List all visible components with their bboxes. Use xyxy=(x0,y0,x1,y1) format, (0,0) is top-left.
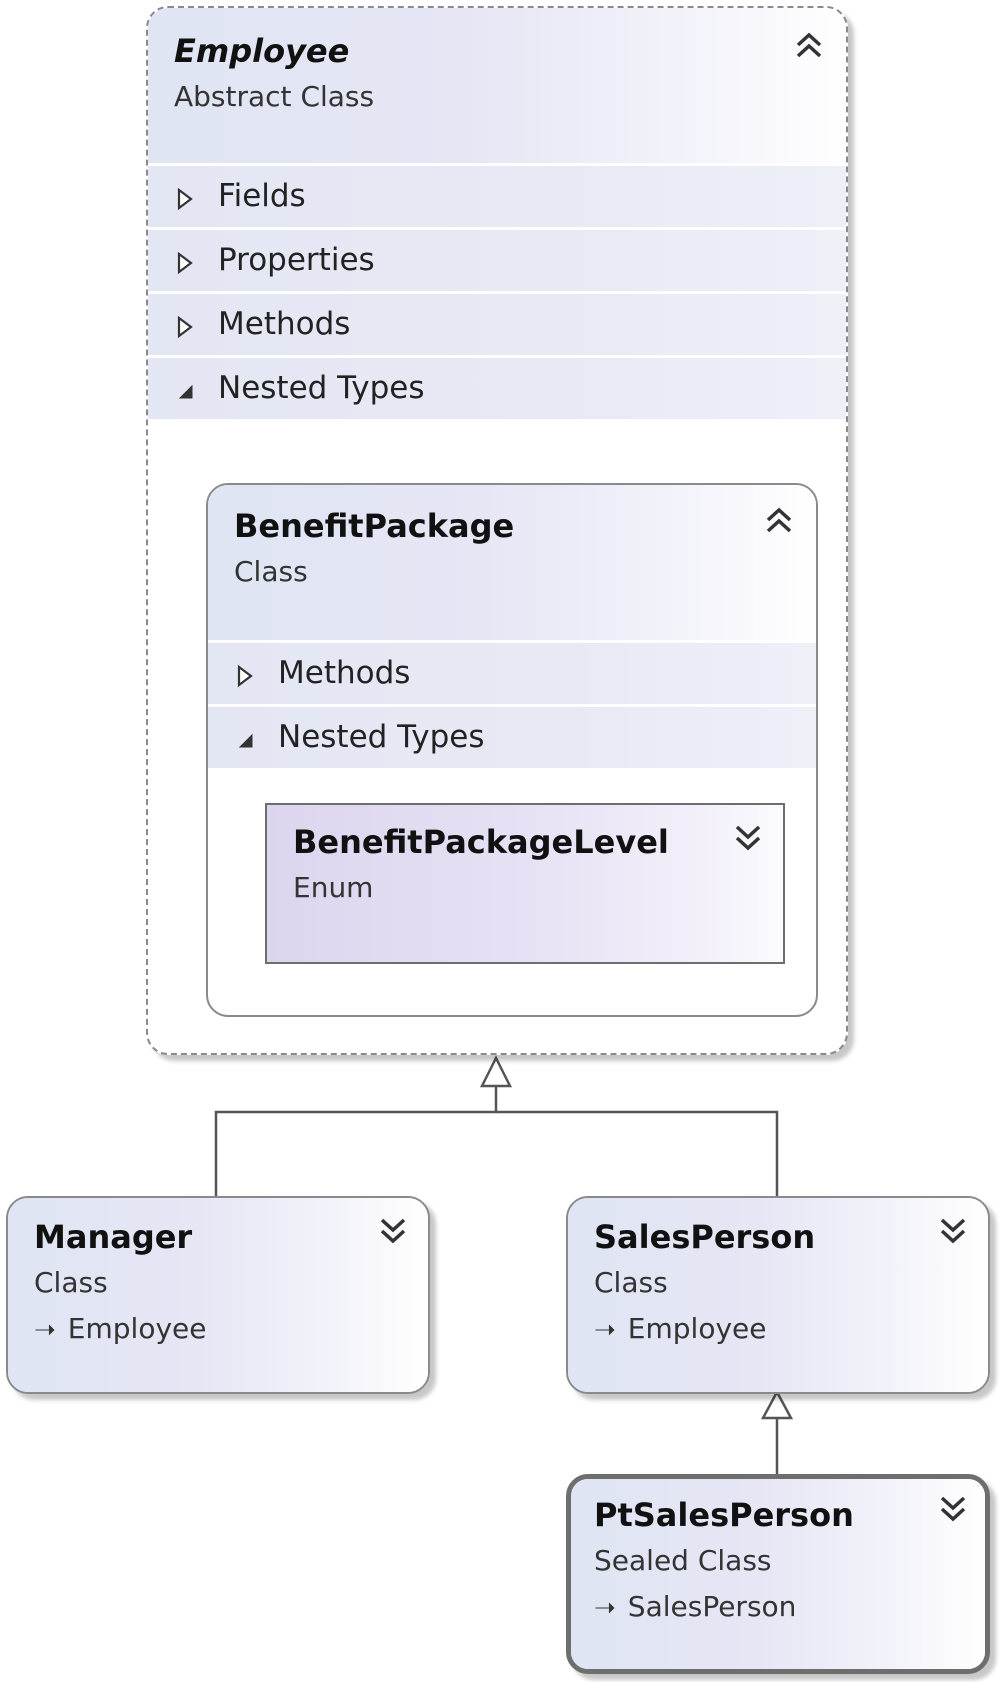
salesperson-base-type: ➝ Employee xyxy=(594,1312,766,1345)
inherits-arrow-icon: ➝ xyxy=(594,1593,616,1623)
expand-triangle-icon xyxy=(177,188,193,210)
employee-class-shape[interactable]: Employee Abstract Class Fields Propertie… xyxy=(146,6,848,1055)
salesperson-base-label: Employee xyxy=(627,1312,767,1345)
benefitpackage-methods-compartment[interactable]: Methods xyxy=(208,640,816,704)
expand-chevrons-icon[interactable] xyxy=(936,1216,970,1246)
collapse-chevrons-icon[interactable] xyxy=(792,30,826,60)
ptsalesperson-header[interactable]: PtSalesPerson Sealed Class ➝ SalesPerson xyxy=(571,1479,985,1669)
benefitpackage-name: BenefitPackage xyxy=(234,507,515,545)
manager-base-type: ➝ Employee xyxy=(34,1312,206,1345)
manager-name: Manager xyxy=(34,1218,193,1256)
expand-triangle-icon xyxy=(177,316,193,338)
employee-properties-compartment[interactable]: Properties xyxy=(148,227,846,291)
employee-inheritance-arrowhead xyxy=(479,1055,513,1088)
collapse-triangle-icon xyxy=(178,384,193,399)
ptsalesperson-name: PtSalesPerson xyxy=(594,1496,854,1534)
employee-fields-compartment[interactable]: Fields xyxy=(148,163,846,227)
compartment-label: Methods xyxy=(218,306,351,342)
salesperson-inheritance-arrowhead xyxy=(760,1389,794,1420)
compartment-label: Properties xyxy=(218,242,375,278)
benefitpackage-class-shape[interactable]: BenefitPackage Class Methods Nested Type… xyxy=(206,483,818,1017)
benefitpackage-header[interactable]: BenefitPackage Class xyxy=(208,485,816,640)
manager-header[interactable]: Manager Class ➝ Employee xyxy=(8,1198,428,1392)
employee-kind: Abstract Class xyxy=(174,80,375,113)
employee-nested-types-compartment[interactable]: Nested Types xyxy=(148,355,846,419)
expand-chevrons-icon[interactable] xyxy=(936,1494,970,1524)
expand-chevrons-icon[interactable] xyxy=(731,823,765,853)
compartment-label: Methods xyxy=(278,655,411,691)
employee-methods-compartment[interactable]: Methods xyxy=(148,291,846,355)
ptsalesperson-class-shape[interactable]: PtSalesPerson Sealed Class ➝ SalesPerson xyxy=(566,1474,990,1674)
manager-kind: Class xyxy=(34,1266,108,1299)
salesperson-header[interactable]: SalesPerson Class ➝ Employee xyxy=(568,1198,988,1392)
benefitpackagelevel-name: BenefitPackageLevel xyxy=(293,823,669,861)
compartment-label: Nested Types xyxy=(278,719,485,755)
ptsalesperson-base-type: ➝ SalesPerson xyxy=(594,1590,796,1623)
inherits-arrow-icon: ➝ xyxy=(34,1315,56,1345)
employee-name: Employee xyxy=(174,32,350,70)
manager-class-shape[interactable]: Manager Class ➝ Employee xyxy=(6,1196,430,1394)
collapse-triangle-icon xyxy=(238,733,253,748)
salesperson-name: SalesPerson xyxy=(594,1218,816,1256)
collapse-chevrons-icon[interactable] xyxy=(762,505,796,535)
expand-triangle-icon xyxy=(237,665,253,687)
ptsalesperson-base-label: SalesPerson xyxy=(627,1590,797,1623)
compartment-label: Fields xyxy=(218,178,306,214)
benefitpackagelevel-enum-shape[interactable]: BenefitPackageLevel Enum xyxy=(265,803,785,964)
manager-to-employee-line xyxy=(214,1086,498,1196)
employee-header[interactable]: Employee Abstract Class xyxy=(148,8,846,163)
benefitpackage-kind: Class xyxy=(234,555,308,588)
expand-chevrons-icon[interactable] xyxy=(376,1216,410,1246)
benefitpackagelevel-kind: Enum xyxy=(293,871,374,904)
salesperson-to-employee-line xyxy=(496,1110,779,1196)
expand-triangle-icon xyxy=(177,252,193,274)
benefitpackage-nested-types-compartment[interactable]: Nested Types xyxy=(208,704,816,768)
salesperson-class-shape[interactable]: SalesPerson Class ➝ Employee xyxy=(566,1196,990,1394)
ptsalesperson-kind: Sealed Class xyxy=(594,1544,772,1577)
compartment-label: Nested Types xyxy=(218,370,425,406)
benefitpackagelevel-header[interactable]: BenefitPackageLevel Enum xyxy=(267,805,783,962)
manager-base-label: Employee xyxy=(67,1312,207,1345)
salesperson-kind: Class xyxy=(594,1266,668,1299)
inherits-arrow-icon: ➝ xyxy=(594,1315,616,1345)
